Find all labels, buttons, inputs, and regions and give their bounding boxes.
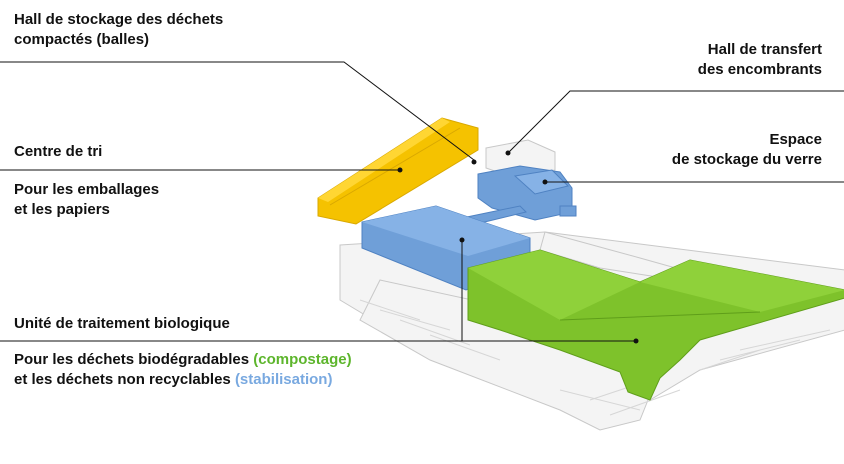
glass-storage-building [477,165,577,221]
leader-bulky [507,90,844,154]
glass-label-line2: de stockage du verre [671,151,822,168]
compostage-label: (compostage) [253,351,352,368]
bales-label-line1: Hall de stockage des déchets [14,11,224,28]
bulky-label-line1: Hall de transfert [707,41,822,58]
bulky-label-line2: des encombrants [697,61,822,78]
bales-label: Hall de stockage des déchets compactés (… [14,10,223,50]
bio-desc-line2: et les déchets non recyclables (stabilis… [14,370,352,390]
leader-sorting-dot [397,167,403,173]
biological-hall-green [467,249,844,401]
bio-desc-line2-text: et les déchets non recyclables [14,371,235,388]
leader-bio-dot-green [633,338,639,344]
bio-desc-line1: Pour les déchets biodégradables (compost… [14,350,352,370]
stabilisation-label: (stabilisation) [234,371,333,388]
bio-description: Pour les déchets biodégradables (compost… [14,350,352,390]
leader-glass-dot [542,179,548,185]
bulky-label: Hall de transfert des encombrants [698,40,822,80]
bio-desc-line1-text: Pour les déchets biodégradables [14,351,254,368]
bio-title: Unité de traitement biologique [14,315,230,332]
glass-label-line1: Espace [769,131,822,148]
sorting-desc-line2: et les papiers [14,201,110,218]
sorting-title: Centre de tri [14,143,103,160]
leader-bulky-dot [505,150,511,156]
bales-label-line2: compactés (balles) [14,31,150,48]
sorting-desc-line1: Pour les emballages [14,181,160,198]
leader-bales [0,61,475,161]
sorting-description: Pour les emballages et les papiers [14,180,159,220]
leader-bio-dot-blue [459,237,465,243]
glass-label: Espace de stockage du verre [672,130,822,170]
leader-bales-dot [471,159,477,165]
